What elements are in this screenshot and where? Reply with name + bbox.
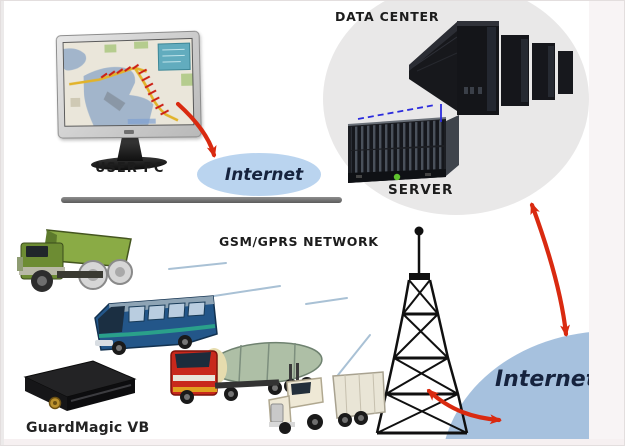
frame-strip-left: [1, 1, 4, 445]
guardmagic-vb-label: GuardMagic VB: [26, 420, 150, 436]
data-center-label: DATA CENTER: [335, 9, 440, 24]
semi-truck-illustration: [268, 363, 386, 434]
gsm-gprs-network-label: GSM/GPRS NETWORK: [219, 234, 379, 249]
internet-upper-label: Internet: [224, 164, 304, 185]
dump-truck-illustration: [17, 229, 133, 292]
monitor-brand-logo: [123, 129, 134, 135]
gps-map-screen: [62, 37, 195, 127]
internet-lower-label: Internet: [495, 367, 597, 392]
user-pc-label: USER PC: [95, 161, 165, 176]
guardmagic-vb-device-illustration: [23, 360, 137, 411]
bus-illustration: [94, 295, 218, 355]
map-graphic: [63, 38, 195, 127]
internet-cloud-upper: Internet: [197, 153, 321, 196]
arrow-datacenter-internet: [529, 202, 571, 337]
frame-strip-right: [589, 1, 624, 445]
user-pc-monitor: [53, 29, 203, 172]
server-label: SERVER: [388, 182, 454, 198]
data-center-ellipse: [323, 1, 589, 215]
monitor-bezel: [55, 30, 202, 139]
section-divider-bar: [61, 197, 342, 203]
radio-tower-icon: [375, 226, 469, 435]
frame-strip-bottom: [1, 439, 624, 445]
